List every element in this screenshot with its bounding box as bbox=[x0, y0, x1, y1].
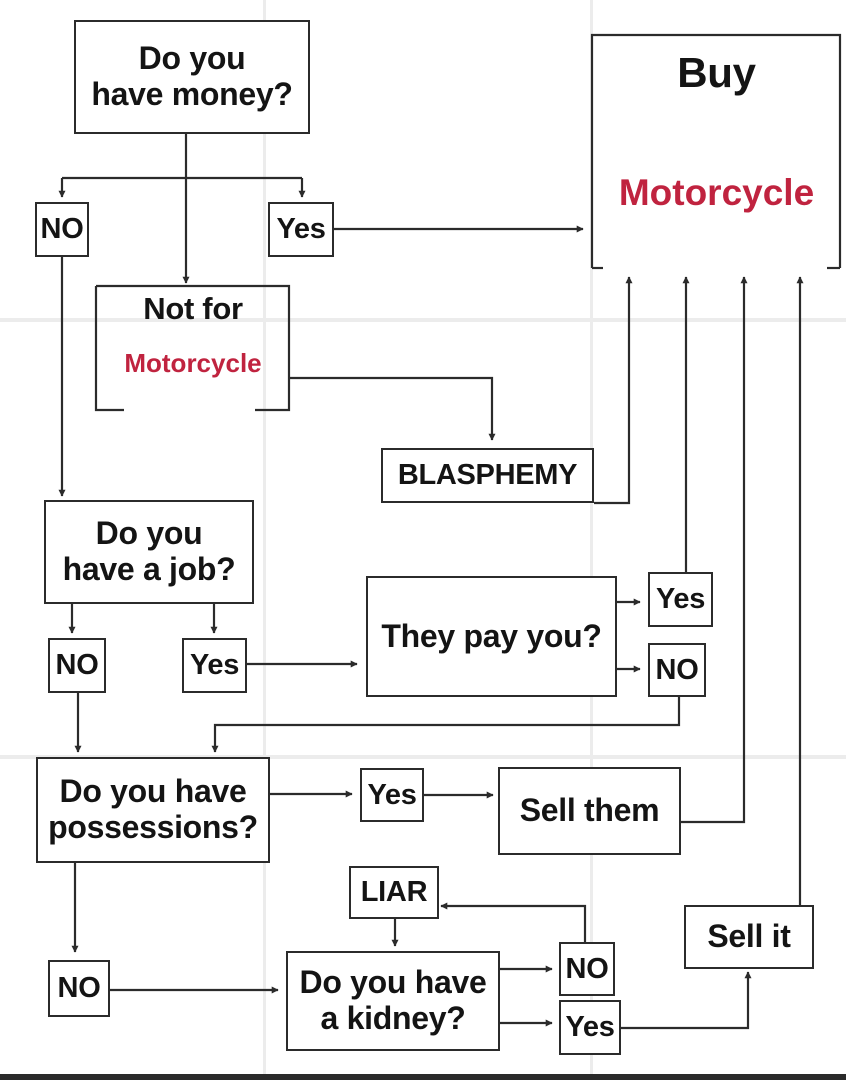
answer-label: Yes bbox=[655, 583, 706, 616]
goal-label: Buy bbox=[677, 49, 756, 96]
bottom-border bbox=[0, 1074, 846, 1080]
question-line: Do you bbox=[138, 40, 246, 77]
answer-label: Yes bbox=[565, 1011, 615, 1044]
question-line: have money? bbox=[91, 76, 293, 112]
result-label: Not for bbox=[143, 291, 243, 326]
answer-label: Yes bbox=[367, 778, 417, 811]
question-line: have a job? bbox=[62, 551, 236, 587]
kidney-yes-box: Yes bbox=[559, 1000, 621, 1055]
question-they-pay-you: They pay you? bbox=[366, 576, 617, 697]
not-for-box-frame bbox=[94, 286, 124, 412]
arrow bbox=[681, 276, 748, 824]
question-have-money: Do you have money? bbox=[74, 20, 310, 134]
arrow bbox=[594, 276, 633, 505]
question-line: Do you bbox=[95, 515, 203, 552]
not-for-box-frame bbox=[96, 284, 291, 412]
job-no-box: NO bbox=[48, 638, 106, 693]
grid-line bbox=[263, 0, 266, 1080]
question-line: Do you have bbox=[299, 964, 487, 1001]
grid-line bbox=[590, 0, 593, 1080]
question-line: possessions? bbox=[48, 809, 258, 845]
answer-label: NO bbox=[55, 649, 99, 682]
answer-label: NO bbox=[655, 653, 699, 686]
buy-box-frame bbox=[590, 33, 842, 268]
result-accent-label: Motorcycle bbox=[124, 347, 262, 378]
action-label: Sell them bbox=[519, 792, 660, 829]
grid-line bbox=[0, 318, 846, 322]
possessions-no-box: NO bbox=[48, 960, 110, 1017]
possessions-yes-box: Yes bbox=[360, 768, 424, 822]
answer-label: NO bbox=[40, 213, 84, 246]
buy-motorcycle-box: Buy Motorcycle bbox=[594, 37, 839, 266]
liar-box: LIAR bbox=[349, 866, 439, 919]
result-label: BLASPHEMY bbox=[397, 459, 578, 492]
question-line: They pay you? bbox=[381, 617, 602, 654]
arrow bbox=[620, 971, 752, 1030]
arrow bbox=[211, 696, 681, 753]
sell-them-box: Sell them bbox=[498, 767, 681, 855]
question-have-kidney: Do you have a kidney? bbox=[286, 951, 500, 1051]
question-line: Do you have bbox=[59, 773, 247, 810]
grid-line bbox=[0, 755, 846, 759]
job-yes-box: Yes bbox=[182, 638, 247, 693]
blasphemy-box: BLASPHEMY bbox=[381, 448, 594, 503]
question-have-job: Do you have a job? bbox=[44, 500, 254, 604]
answer-label: NO bbox=[57, 972, 101, 1005]
kidney-no-box: NO bbox=[559, 942, 615, 996]
arrow bbox=[289, 376, 496, 441]
answer-label: NO bbox=[565, 952, 609, 985]
not-for-motorcycle-box: Not for Motorcycle bbox=[98, 288, 288, 408]
arrow bbox=[440, 902, 587, 942]
question-have-possessions: Do you have possessions? bbox=[36, 757, 270, 863]
pay-yes-box: Yes bbox=[648, 572, 713, 627]
pay-no-box: NO bbox=[648, 643, 706, 697]
money-no-box: NO bbox=[35, 202, 89, 257]
action-label: Sell it bbox=[707, 918, 791, 955]
answer-label: Yes bbox=[276, 213, 326, 246]
answer-label: Yes bbox=[189, 649, 240, 682]
money-yes-box: Yes bbox=[268, 202, 334, 257]
question-line: a kidney? bbox=[320, 1000, 466, 1036]
sell-it-box: Sell it bbox=[684, 905, 814, 969]
result-label: LIAR bbox=[360, 876, 428, 909]
goal-accent-label: Motorcycle bbox=[618, 172, 815, 214]
